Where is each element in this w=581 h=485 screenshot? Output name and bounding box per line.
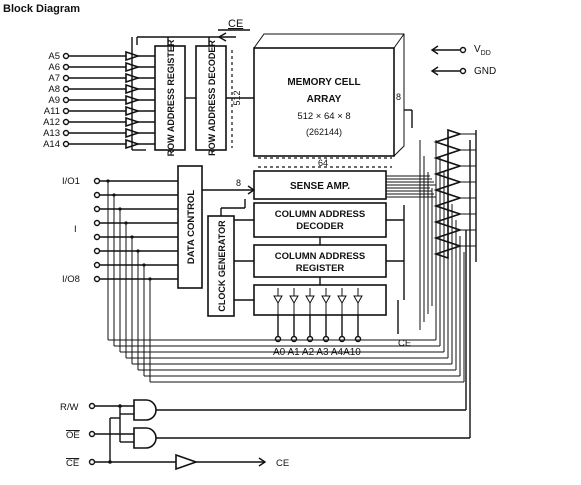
- svg-text:CLOCK GENERATOR: CLOCK GENERATOR: [217, 220, 227, 312]
- pin-a5: A5: [48, 51, 60, 62]
- io-output-buffer: [447, 176, 463, 188]
- pin-a14: A14: [43, 139, 60, 150]
- row-pin-terminal: [62, 96, 70, 104]
- array-title: MEMORY CELL: [287, 77, 360, 88]
- data-control: [177, 165, 203, 289]
- io-middle-label: I: [74, 224, 77, 235]
- row-pin-terminal: [62, 63, 70, 71]
- sense-bus-64: 64: [318, 158, 328, 168]
- io-output-buffer: [447, 208, 463, 220]
- io-output-buffer: [447, 128, 463, 140]
- pin-a8: A8: [48, 84, 60, 95]
- io-output-buffer: [447, 160, 463, 172]
- row-address-decoder: [195, 45, 227, 151]
- pin-a13: A13: [43, 128, 60, 139]
- io-input-buffer: [433, 216, 449, 228]
- sense-amp: [253, 170, 387, 200]
- io-output-buffer: [447, 240, 463, 252]
- column-pin-terminal: [354, 335, 362, 343]
- sense-bus-lines: [386, 140, 441, 330]
- gnd-pin: GND: [430, 66, 496, 77]
- io-pin-terminal: [93, 275, 101, 283]
- io-input-buffer: [433, 200, 449, 212]
- vdd-pin: VDD: [430, 44, 491, 57]
- io-output-buffer: [447, 144, 463, 156]
- top-ce-label: CE: [228, 18, 243, 30]
- clock-generator: [207, 215, 235, 317]
- io-pin-terminal: [93, 261, 101, 269]
- svg-text:SENSE AMP.: SENSE AMP.: [290, 181, 350, 192]
- io-input-buffer: [433, 168, 449, 180]
- io-pin-terminal: [93, 205, 101, 213]
- row-address-buffers: [62, 37, 155, 151]
- svg-text:DECODER: DECODER: [296, 221, 344, 232]
- io8-label: I/O8: [62, 274, 80, 285]
- column-buffer-array: [273, 288, 363, 343]
- pin-a9: A9: [48, 95, 60, 106]
- row-pin-terminal: [62, 129, 70, 137]
- column-pin-terminal: [306, 335, 314, 343]
- column-pin-terminal: [274, 335, 282, 343]
- io-pin-terminal: [93, 219, 101, 227]
- svg-text:COLUMN ADDRESS: COLUMN ADDRESS: [275, 209, 365, 220]
- array-dimensions: 512 × 64 × 8: [297, 111, 350, 122]
- pin-a6: A6: [48, 62, 60, 73]
- io-output-buffer: [447, 192, 463, 204]
- column-pin-terminal: [338, 335, 346, 343]
- diagram-title: Block Diagram: [3, 3, 80, 15]
- io1-label: I/O1: [62, 176, 80, 187]
- row-address-register-label: ROW ADDRESS REGISTER: [166, 39, 176, 156]
- svg-text:REGISTER: REGISTER: [296, 263, 345, 274]
- svg-text:DATA CONTROL: DATA CONTROL: [186, 190, 197, 264]
- sense-bus-8: 8: [236, 178, 241, 188]
- row-address-decoder-label: ROW ADDRESS DECODER: [207, 40, 217, 156]
- io-input-buffer: [433, 184, 449, 196]
- row-pin-terminal: [62, 107, 70, 115]
- oe-pin-label: OE: [66, 430, 80, 441]
- row-pin-terminal: [62, 118, 70, 126]
- svg-text:COLUMN ADDRESS: COLUMN ADDRESS: [275, 251, 365, 262]
- svg-text:VDD: VDD: [474, 44, 491, 57]
- io-pin-terminal: [93, 177, 101, 185]
- array-subtitle: ARRAY: [307, 94, 342, 105]
- row-address-pins: A5 A6 A7 A8 A9 A11 A12 A13 A14: [43, 51, 60, 150]
- io-pin-terminal: [93, 191, 101, 199]
- io-input-buffer: [433, 136, 449, 148]
- io-input-buffer: [433, 248, 449, 260]
- array-bus-8: 8: [396, 92, 401, 102]
- column-address-decoder: [253, 202, 387, 238]
- row-pin-terminal: [62, 74, 70, 82]
- pin-a11: A11: [44, 106, 60, 117]
- return-wires: [107, 140, 465, 383]
- column-pin-terminal: [322, 335, 330, 343]
- pin-a12: A12: [43, 117, 60, 128]
- ce-output-label: CE: [276, 458, 289, 469]
- io-pin-terminal: [93, 233, 101, 241]
- svg-text:GND: GND: [474, 66, 496, 77]
- decoder-bus-512: 512: [232, 90, 242, 105]
- row-pin-terminal: [62, 140, 70, 148]
- io-output-buffer: [447, 224, 463, 236]
- rw-pin-label: R/W: [60, 402, 79, 413]
- and-gate-write: [133, 399, 157, 421]
- io-pin-lines: [93, 177, 178, 283]
- array-capacity: (262144): [306, 127, 342, 137]
- io-input-buffer: [433, 232, 449, 244]
- io-input-buffer: [433, 152, 449, 164]
- and-gate-output: [133, 427, 157, 449]
- ce-buffer: [175, 453, 199, 471]
- pin-a7: A7: [48, 73, 60, 84]
- column-ce-label: CE: [398, 338, 411, 349]
- ce-pin-label: CE: [66, 458, 79, 469]
- column-pin-terminal: [290, 335, 298, 343]
- row-pin-terminal: [62, 85, 70, 93]
- row-pin-terminal: [62, 52, 70, 60]
- column-address-buffers: [253, 284, 387, 316]
- memory-cell-array: MEMORY CELL ARRAY 512 × 64 × 8 (262144): [253, 33, 405, 157]
- io-pin-terminal: [93, 247, 101, 255]
- row-address-register: [154, 45, 186, 151]
